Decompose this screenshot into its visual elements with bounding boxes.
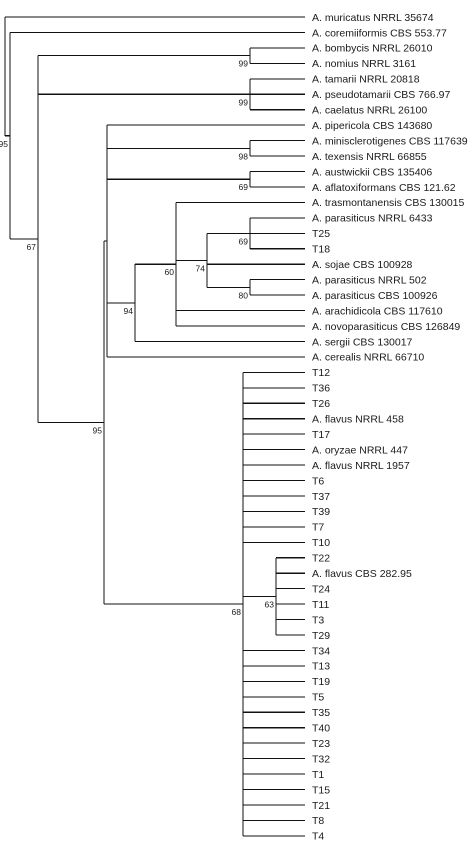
leaf-label: A. muricatus NRRL 35674 [312,12,434,24]
leaf-label: T6 [312,475,324,487]
leaf-label: A. caelatus NRRL 26100 [312,105,427,117]
leaf-label: T1 [312,769,324,781]
support-value: 94 [124,306,134,316]
support-value: 99 [239,59,249,69]
leaf-label: T23 [312,738,330,750]
support-value: 74 [196,263,206,273]
leaf-label: A. minisclerotigenes CBS 117639 [312,135,468,147]
leaf-label: T10 [312,537,330,549]
leaf-label: T25 [312,228,330,240]
leaf-label: A. bombycis NRRL 26010 [312,43,433,55]
support-value: 67 [27,242,37,252]
support-value: 95 [93,426,103,436]
leaf-label: T32 [312,753,330,765]
support-value: 69 [239,182,249,192]
leaf-label: A. parasiticus NRRL 6433 [312,213,433,225]
leaf-label: A. sergii CBS 130017 [312,336,413,348]
support-value: 80 [239,290,249,300]
leaf-label: T17 [312,429,330,441]
leaf-label: A. tamarii NRRL 20818 [312,74,420,86]
leaf-label: T11 [312,599,329,611]
leaf-label: A. cerealis NRRL 66710 [312,352,424,364]
leaf-label: T15 [312,784,330,796]
leaf-label: A. pipericola CBS 143680 [312,120,432,132]
leaf-label: A. austwickii CBS 135406 [312,166,432,178]
leaf-label: A. arachidicola CBS 117610 [312,305,443,317]
leaf-label: A. parasiticus NRRL 502 [312,274,427,286]
leaf-label: T13 [312,661,330,673]
leaf-label: A. novoparasiticus CBS 126849 [312,321,460,333]
leaf-label: T3 [312,614,324,626]
leaf-label: A. aflatoxiformans CBS 121.62 [312,182,456,194]
leaf-label: T34 [312,645,330,657]
support-value: 68 [232,607,242,617]
tree-leaf-labels: A. muricatus NRRL 35674 A. coremiiformis … [312,12,468,843]
leaf-label: T18 [312,244,330,256]
leaf-label: A. texensis NRRL 66855 [312,151,427,163]
leaf-label: A. oryzae NRRL 447 [312,444,408,456]
leaf-label: T7 [312,522,324,534]
support-value: 63 [265,599,275,609]
leaf-label: A. flavus NRRL 1957 [312,460,410,472]
leaf-label: T12 [312,367,330,379]
leaf-label: T22 [312,553,330,565]
leaf-label: A. sojae CBS 100928 [312,259,413,271]
leaf-label: T40 [312,723,330,735]
leaf-label: T39 [312,506,330,518]
leaf-label: A. nomius NRRL 3161 [312,58,416,70]
support-value: 95 [0,139,8,149]
leaf-label: T35 [312,707,330,719]
leaf-label: T37 [312,491,330,503]
leaf-label: A. flavus NRRL 458 [312,414,404,426]
support-value: 99 [239,97,249,107]
leaf-label: T21 [312,800,330,812]
tree-branches [4,16,305,837]
leaf-label: T19 [312,676,330,688]
leaf-label: A. flavus CBS 282.95 [312,568,412,580]
leaf-label: T29 [312,630,330,642]
support-value: 69 [239,236,249,246]
leaf-label: A. parasiticus CBS 100926 [312,290,438,302]
leaf-label: T24 [312,583,330,595]
leaf-label: A. coremiiformis CBS 553.77 [312,27,447,39]
leaf-label: T26 [312,398,330,410]
leaf-label: T5 [312,692,324,704]
leaf-label: A. pseudotamarii CBS 766.97 [312,89,450,101]
leaf-label: T36 [312,383,330,395]
tree-support-values: 99 99 98 69 69 80 74 60 94 63 68 95 67 95 [0,59,274,617]
leaf-label: A. trasmontanensis CBS 130015 [312,197,464,209]
support-value: 98 [239,151,249,161]
support-value: 60 [165,267,175,277]
leaf-label: T8 [312,815,324,827]
leaf-label: T4 [312,831,324,843]
